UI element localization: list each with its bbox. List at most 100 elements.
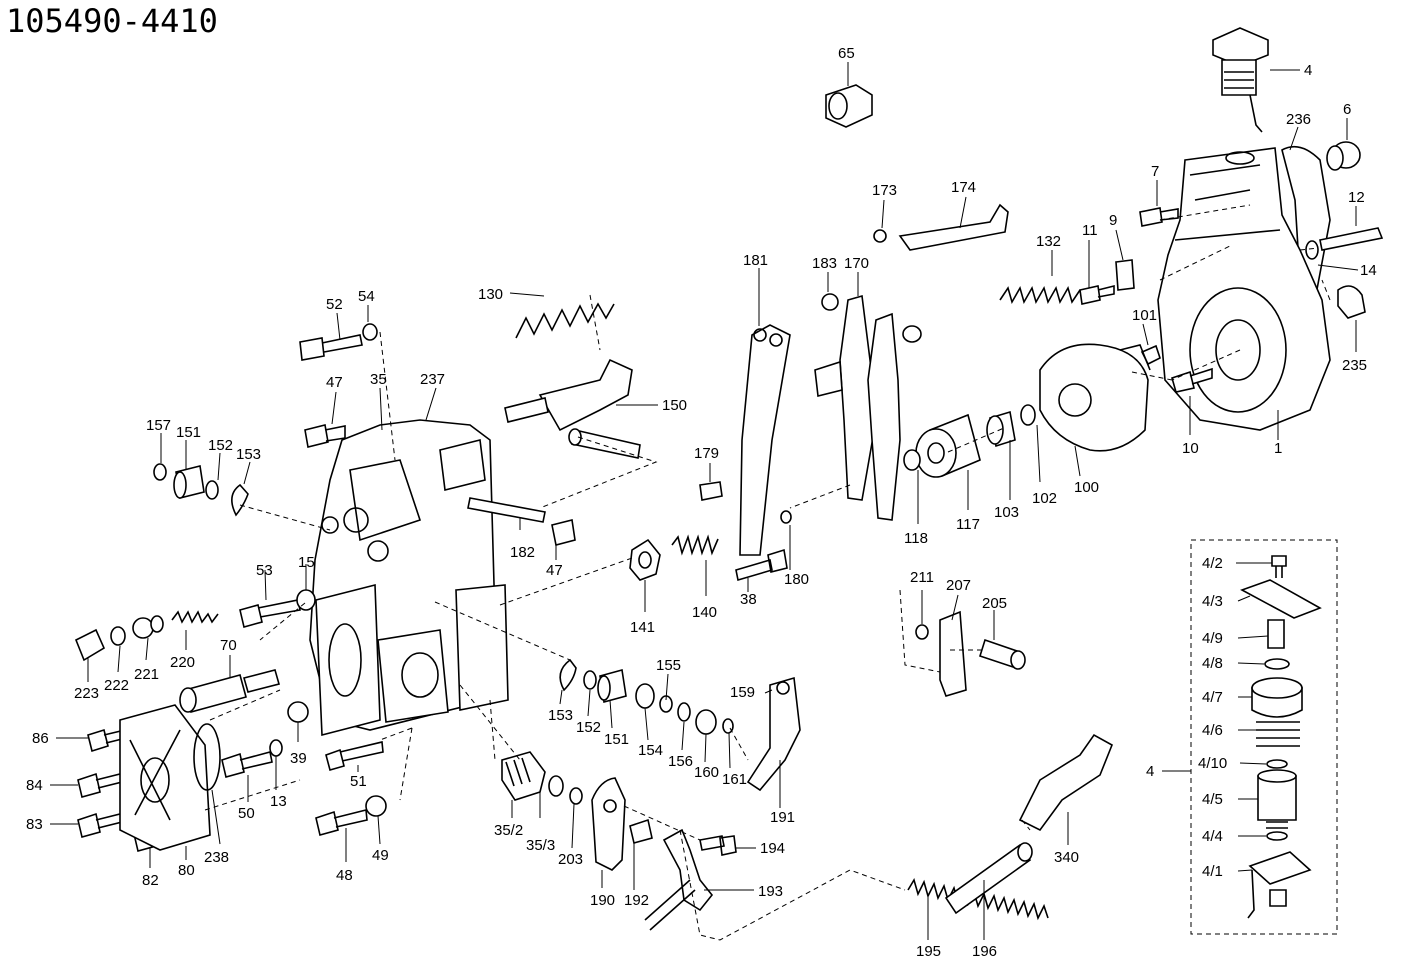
callout-118: 118 [904, 530, 928, 547]
callout-152-upper: 152 [208, 437, 233, 454]
part-47-bolt-lower [551, 519, 576, 546]
callout-151-lower: 151 [604, 731, 629, 748]
part-130-spring [515, 302, 615, 339]
callout-4_5: 4/5 [1202, 791, 1223, 808]
callout-190: 190 [590, 892, 615, 909]
callout-13: 13 [270, 793, 287, 810]
callout-103: 103 [994, 504, 1019, 521]
part-4_8-ring [1264, 658, 1290, 670]
callout-7: 7 [1151, 163, 1159, 180]
callout-161: 161 [722, 771, 747, 788]
callout-101: 101 [1132, 307, 1157, 324]
part-152-ring-upper [205, 480, 219, 500]
drawing-number: 105490-4410 [6, 2, 218, 40]
callout-182: 182 [510, 544, 535, 561]
callout-154: 154 [638, 742, 663, 759]
assembly-lines [204, 204, 1331, 941]
callout-236: 236 [1286, 111, 1311, 128]
callout-4_4: 4/4 [1202, 828, 1223, 845]
part-222-washer [110, 626, 126, 646]
callout-179: 179 [694, 445, 719, 462]
part-100-flyweight [1039, 343, 1151, 452]
part-15-washer [296, 589, 316, 611]
part-141-nut [629, 538, 661, 581]
part-1-housing [1157, 147, 1331, 431]
callout-1: 1 [1274, 440, 1282, 457]
part-118-washer [903, 449, 921, 471]
part-50-bolt [221, 751, 273, 778]
callout-39: 39 [290, 750, 307, 767]
callout-222: 222 [104, 677, 129, 694]
part-151-sleeve-lower [597, 668, 627, 704]
callout-4_1: 4/1 [1202, 863, 1223, 880]
callout-84: 84 [26, 777, 43, 794]
callout-130: 130 [478, 286, 503, 303]
callout-193: 193 [758, 883, 783, 900]
part-221-washer [150, 615, 164, 633]
callout-191: 191 [770, 809, 795, 826]
part-153-circlip-upper [231, 483, 249, 517]
callout-4_2: 4/2 [1202, 555, 1223, 572]
callout-83: 83 [26, 816, 43, 833]
callout-4_8: 4/8 [1202, 655, 1223, 672]
callout-4_7: 4/7 [1202, 689, 1223, 706]
callout-52: 52 [326, 296, 343, 313]
callout-150: 150 [662, 397, 687, 414]
part-70-screw [179, 669, 280, 713]
part-7-bolt [1139, 207, 1179, 227]
callout-221: 221 [134, 666, 159, 683]
part-4-top-valve [1212, 27, 1269, 133]
callout-160: 160 [694, 764, 719, 781]
callout-10: 10 [1182, 440, 1199, 457]
part-47-bolt-upper [304, 424, 346, 448]
callout-49: 49 [372, 847, 389, 864]
part-235-clip [1337, 285, 1366, 319]
callout-183: 183 [812, 255, 837, 272]
part-223-cap-nut [74, 628, 106, 662]
part-83-bolt [77, 812, 123, 838]
callout-170: 170 [844, 255, 869, 272]
callout-82: 82 [142, 872, 159, 889]
part-drawings [74, 27, 1384, 935]
callout-35: 35 [370, 371, 387, 388]
callout-70: 70 [220, 637, 237, 654]
callout-4-inset: 4 [1146, 763, 1154, 780]
part-10-screw [1171, 367, 1213, 393]
part-140-spring [671, 534, 719, 556]
callout-196: 196 [972, 943, 997, 960]
callout-192: 192 [624, 892, 649, 909]
inset-box-4 [1190, 539, 1338, 935]
callout-11: 11 [1082, 222, 1098, 239]
callout-152-lower: 152 [576, 719, 601, 736]
part-39-nut [287, 701, 309, 723]
part-9-plate [1115, 259, 1135, 291]
callout-4_3: 4/3 [1202, 593, 1223, 610]
part-49-nut [365, 795, 387, 817]
callout-180: 180 [784, 571, 809, 588]
part-153-circlip-lower [559, 658, 577, 692]
part-13-washer [269, 739, 283, 757]
callout-153-upper: 153 [236, 446, 261, 463]
callout-35_2: 35/2 [494, 822, 523, 839]
part-4_2-screw [1271, 555, 1287, 578]
callout-220: 220 [170, 654, 195, 671]
part-160-bushing [695, 709, 717, 735]
part-102-washer [1020, 404, 1036, 426]
part-14-washer [1305, 240, 1319, 260]
callout-235: 235 [1342, 357, 1367, 374]
part-190-lever [591, 777, 626, 871]
part-65-nut [825, 84, 873, 128]
part-211-washer [915, 624, 929, 640]
callout-194: 194 [760, 840, 785, 857]
callout-223: 223 [74, 685, 99, 702]
part-4_9-pin [1267, 619, 1285, 649]
callout-174: 174 [951, 179, 976, 196]
callout-155: 155 [656, 657, 681, 674]
part-182-rod [467, 497, 546, 523]
part-51-bolt [325, 741, 384, 771]
callout-207: 207 [946, 577, 971, 594]
callout-12: 12 [1348, 189, 1365, 206]
part-53-bolt [239, 599, 301, 628]
callout-47-upper: 47 [326, 374, 343, 391]
part-117-bearing [915, 413, 981, 478]
